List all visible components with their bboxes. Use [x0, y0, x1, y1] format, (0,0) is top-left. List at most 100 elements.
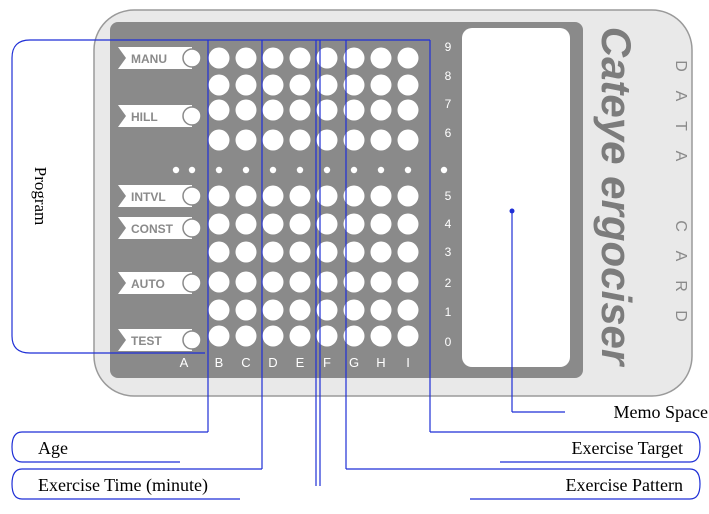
grid-dot — [235, 99, 257, 121]
program-button-const: CONST — [118, 217, 202, 239]
program-button-label: HILL — [131, 110, 158, 124]
grid-dot — [397, 185, 419, 207]
grid-dot — [343, 47, 365, 69]
column-label-e: E — [296, 355, 305, 370]
grid-dot — [208, 99, 230, 121]
grid-dot — [262, 213, 284, 235]
level-number: 6 — [445, 126, 452, 140]
program-button-circle — [182, 48, 202, 68]
data-card-letter: R — [672, 280, 689, 292]
grid-dot — [316, 213, 338, 235]
level-number: 8 — [445, 69, 452, 83]
column-label-c: C — [241, 355, 250, 370]
grid-dot — [289, 325, 311, 347]
program-button-tag — [118, 47, 192, 69]
grid-dot — [289, 299, 311, 321]
grid-dot — [343, 271, 365, 293]
grid-dot — [370, 213, 392, 235]
grid-dot — [343, 99, 365, 121]
grid-dot — [208, 129, 230, 151]
grid-dot — [370, 129, 392, 151]
grid-dot — [316, 271, 338, 293]
program-button-label: INTVL — [131, 190, 166, 204]
grid-dot — [289, 185, 311, 207]
memo-pointer-dot — [509, 208, 515, 214]
level-number: 2 — [445, 276, 452, 290]
grid-dot — [208, 185, 230, 207]
level-number: 5 — [445, 189, 452, 203]
grid-dot — [235, 185, 257, 207]
grid-dot — [316, 99, 338, 121]
grid-dot — [235, 241, 257, 263]
grid-dot — [397, 213, 419, 235]
program-button-manu: MANU — [118, 47, 202, 69]
exercise-pattern-label: Exercise Pattern — [566, 475, 683, 495]
grid-dot — [289, 129, 311, 151]
program-button-tag — [118, 329, 192, 351]
separator-dot — [188, 166, 196, 174]
grid-dot — [289, 241, 311, 263]
column-label-a: A — [180, 355, 189, 370]
grid-dot — [262, 47, 284, 69]
grid-dot — [235, 47, 257, 69]
grid-dot — [397, 325, 419, 347]
column-label-b: B — [215, 355, 224, 370]
grid-dot — [235, 213, 257, 235]
program-button-intvl: INTVL — [118, 185, 202, 207]
data-card-letter: C — [672, 220, 689, 232]
exercise-target-label: Exercise Target — [571, 438, 683, 458]
grid-dot — [370, 325, 392, 347]
grid-dot — [289, 213, 311, 235]
program-button-circle — [182, 273, 202, 293]
grid-dot — [208, 47, 230, 69]
grid-dot — [208, 241, 230, 263]
program-button-label: TEST — [131, 334, 162, 348]
grid-dot — [397, 271, 419, 293]
age-callout-box — [11, 431, 180, 463]
memo-space-label: Memo Space — [614, 402, 708, 422]
grid-dot — [235, 271, 257, 293]
grid-dot — [370, 271, 392, 293]
grid-dot — [208, 271, 230, 293]
column-label-g: G — [349, 355, 359, 370]
grid-dot — [289, 99, 311, 121]
target-callout-box — [500, 431, 701, 463]
level-number: 4 — [445, 217, 452, 231]
grid-dot — [397, 299, 419, 321]
separator-dot — [296, 166, 304, 174]
pattern-callout-box — [470, 468, 701, 500]
grid-dot — [316, 241, 338, 263]
program-button-circle — [182, 330, 202, 350]
separator-dot — [323, 166, 331, 174]
dot-grid — [172, 47, 448, 347]
level-number: 9 — [445, 40, 452, 54]
grid-dot — [208, 213, 230, 235]
separator-dot — [404, 166, 412, 174]
program-button-label: CONST — [131, 222, 174, 236]
grid-dot — [289, 47, 311, 69]
grid-dot — [397, 99, 419, 121]
data-card-letter: D — [672, 310, 689, 322]
grid-dot — [289, 271, 311, 293]
separator-dot — [172, 166, 180, 174]
separator-dot — [269, 166, 277, 174]
separator-dot — [242, 166, 250, 174]
grid-dot — [262, 271, 284, 293]
level-number: 7 — [445, 97, 452, 111]
program-button-circle — [182, 218, 202, 238]
grid-dot — [235, 129, 257, 151]
data-card-letter: T — [672, 121, 689, 131]
program-button-tag — [118, 272, 192, 294]
time-callout-box — [11, 468, 240, 500]
program-button-label: MANU — [131, 52, 167, 66]
memo-space-box — [462, 28, 570, 367]
grid-dot — [343, 129, 365, 151]
grid-dot — [397, 241, 419, 263]
program-button-tag — [118, 105, 192, 127]
grid-dot — [370, 47, 392, 69]
grid-dot — [316, 129, 338, 151]
grid-dot — [316, 325, 338, 347]
